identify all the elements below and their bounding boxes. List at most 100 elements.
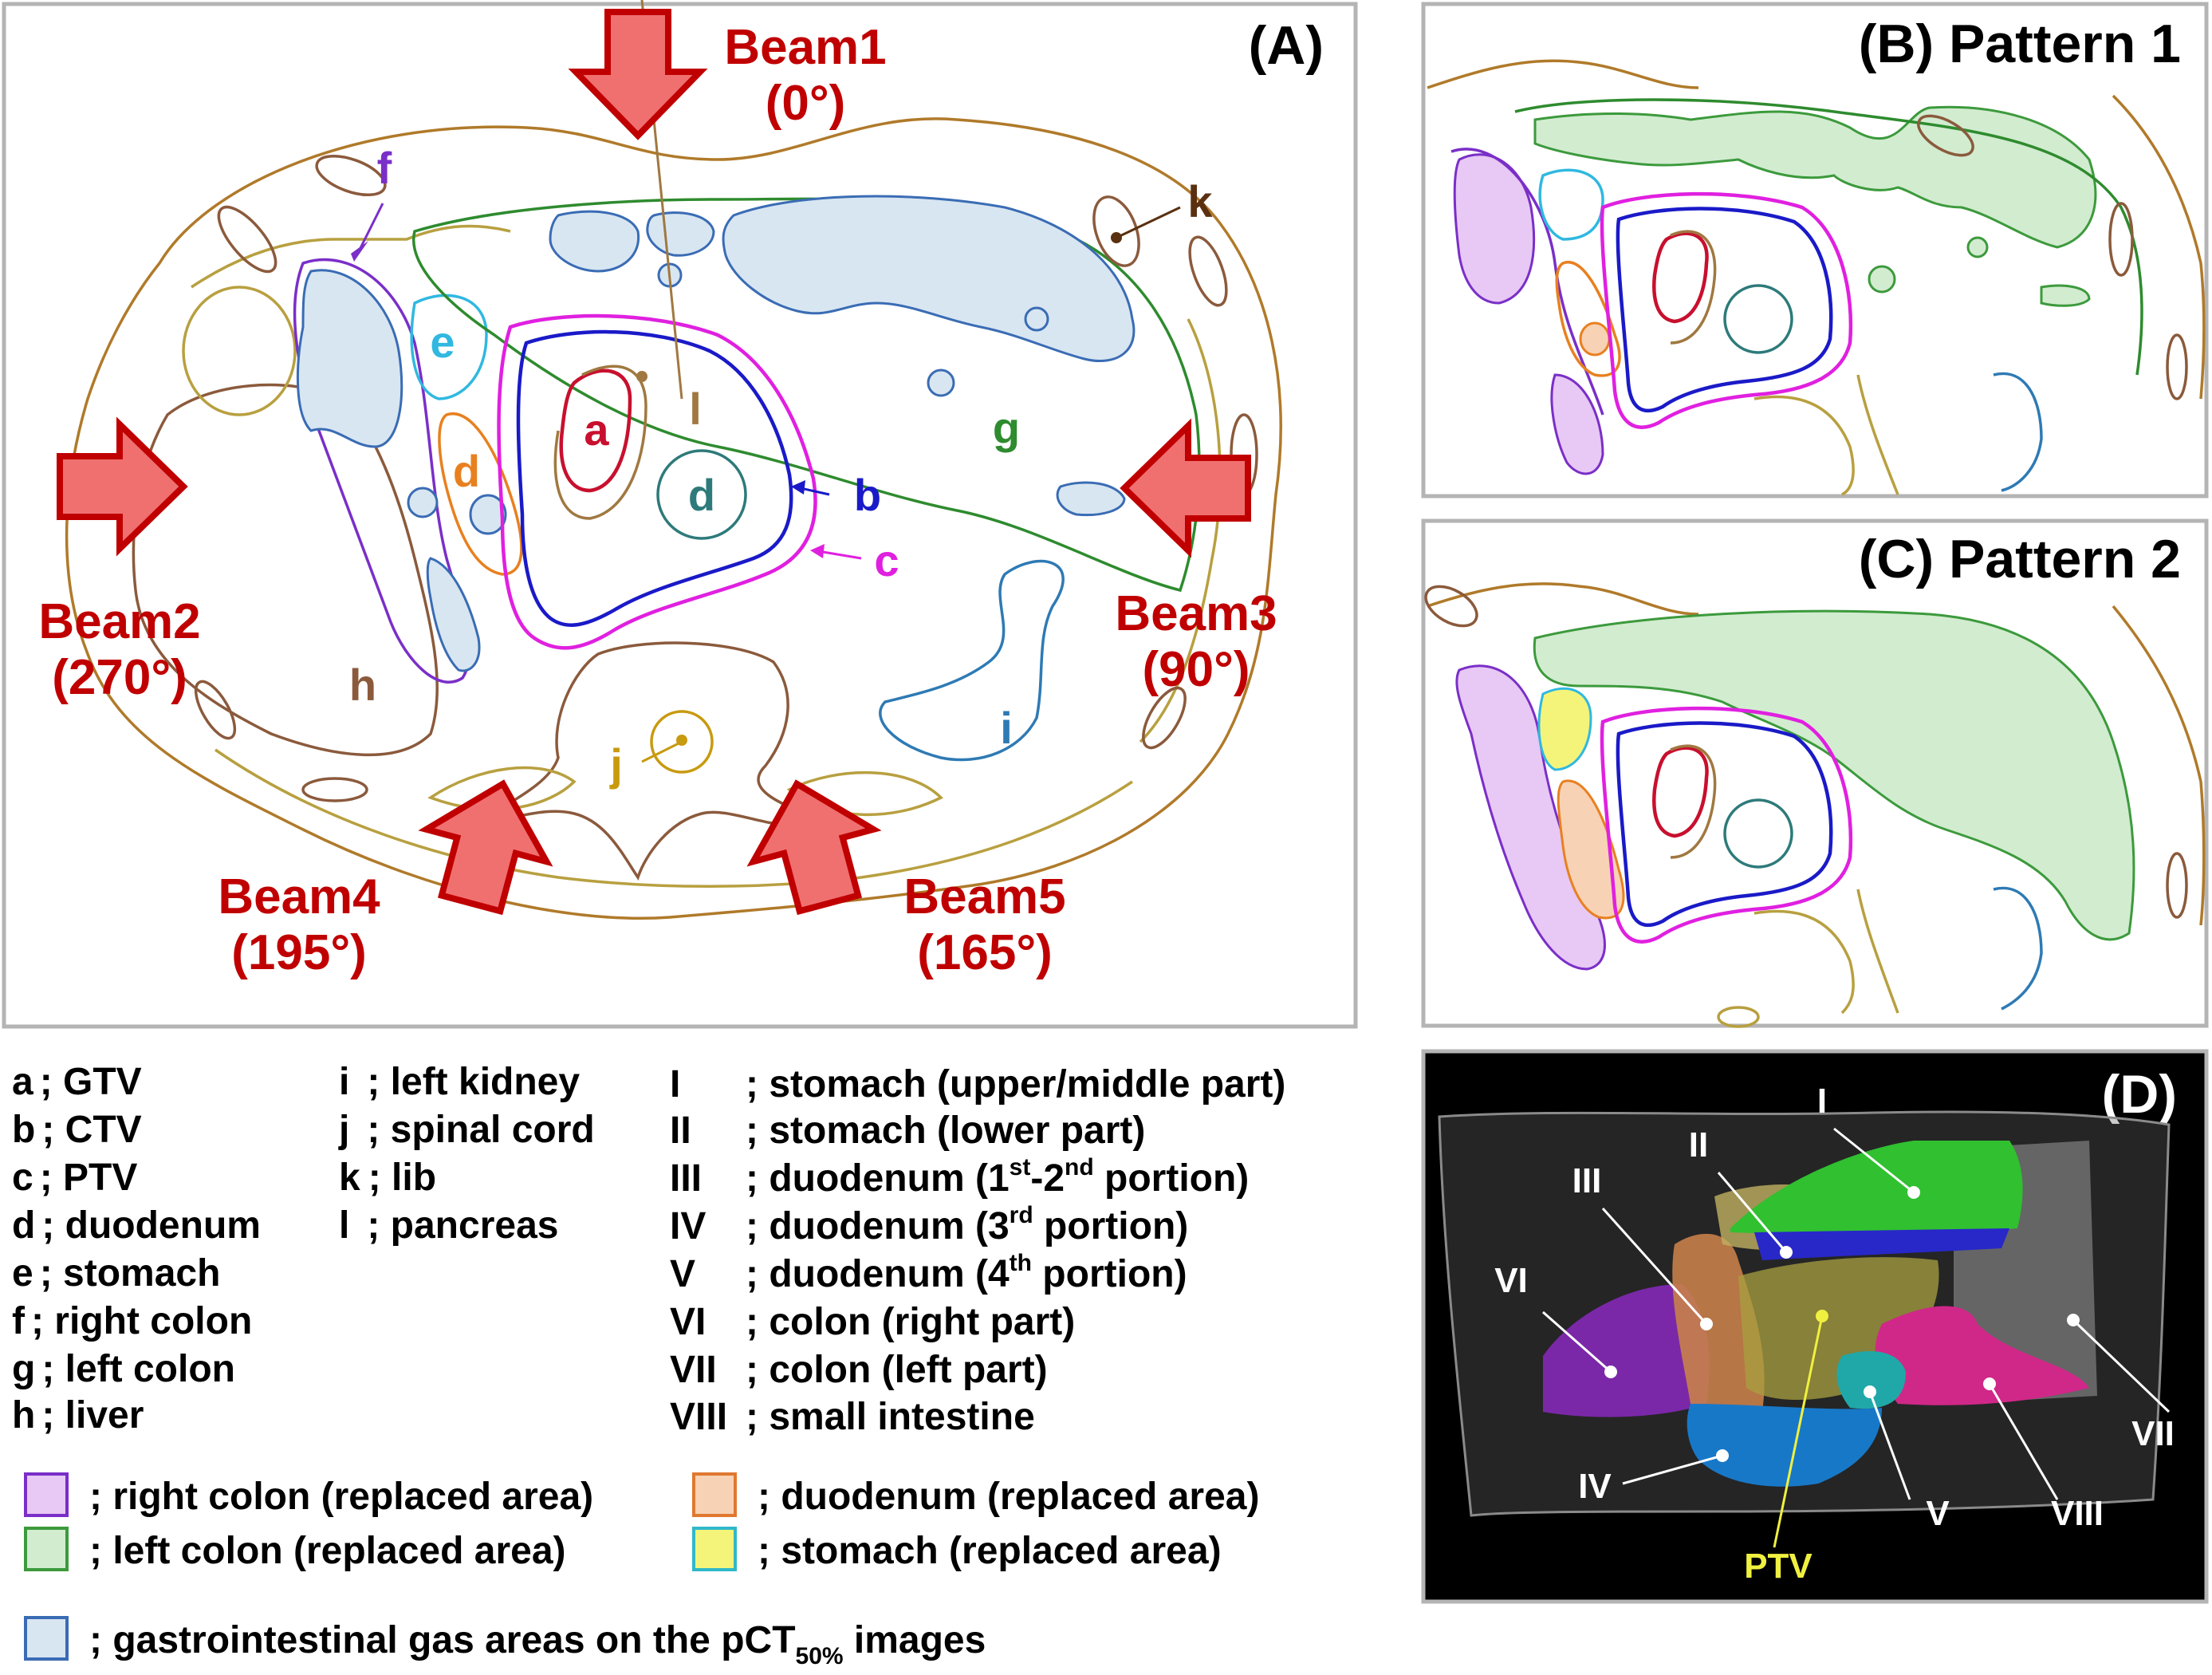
b-pancreas <box>1670 230 1717 345</box>
legend-i: i; left kidney <box>339 1061 580 1103</box>
colon-gas-6 <box>1056 481 1126 517</box>
panel-a-title: (A) <box>1249 15 1324 76</box>
b-gtv <box>1652 231 1709 324</box>
legend-roman-VIII-text: ; small intestine <box>746 1396 1035 1438</box>
d-leader-dots <box>1604 1186 2080 1462</box>
b-gas-3 <box>2040 284 2091 307</box>
legend-h: h; liver <box>12 1394 144 1437</box>
legend-roman-IV: IV <box>670 1205 706 1247</box>
peritoneal-line <box>191 224 1222 743</box>
panel-b-title: (B) Pattern 1 <box>1859 14 2181 74</box>
legend-roman-VII: VII <box>670 1349 717 1391</box>
c-stomach <box>1537 687 1592 771</box>
legend-k: k; lib <box>339 1157 436 1199</box>
legend-roman-VI: VI <box>670 1301 706 1343</box>
c-rib-1 <box>2166 852 2188 919</box>
d-leader-lines <box>1542 1127 2171 1500</box>
legend-roman-II: II <box>670 1109 691 1152</box>
rib-7 <box>194 680 237 740</box>
b-rib-3 <box>1917 114 1974 157</box>
legend-j: j; spinal cord <box>338 1109 595 1151</box>
panel-c-title: (C) Pattern 2 <box>1859 529 2181 589</box>
d-leader-I <box>1833 1127 1915 1194</box>
legend-roman-VIII: VIII <box>670 1396 727 1438</box>
label-i: i <box>1000 703 1013 753</box>
b-rib-2 <box>2166 333 2188 400</box>
leader-f-arrowhead <box>351 241 368 262</box>
colon-gas-2 <box>646 211 715 257</box>
d-leader-VI <box>1542 1310 1612 1374</box>
d-dot-VI <box>1604 1366 1617 1378</box>
legend-f: f; right colon <box>12 1300 252 1342</box>
legend-roman-VI-text: ; colon (right part) <box>746 1301 1075 1343</box>
ctv-contour <box>516 329 793 627</box>
d-label-ptv: PTV <box>1744 1547 1813 1586</box>
b-body-outline <box>1427 59 2206 400</box>
label-k: k <box>1187 176 1213 227</box>
c-gtv <box>1652 746 1709 838</box>
panel-b: (B) Pattern 1 <box>1421 2 2209 499</box>
colon-gas-4 <box>927 368 955 397</box>
d-leader-II <box>1717 1172 1788 1253</box>
d-dot-II <box>1780 1246 1793 1259</box>
legend-box-stomach-text: ; stomach (replaced area) <box>758 1530 1222 1572</box>
legend-box-duodenum <box>692 1472 737 1517</box>
rib-1 <box>217 205 277 274</box>
b-stomach <box>1538 168 1604 241</box>
legend-d: d; duodenum <box>12 1204 261 1247</box>
beam1-angle: (0°) <box>766 76 846 131</box>
d-label-I: I <box>1817 1082 1827 1121</box>
rib-6 <box>1142 686 1187 750</box>
label-g: g <box>993 403 1020 453</box>
gtv-contour <box>559 368 632 493</box>
colon-gas-1 <box>549 210 640 273</box>
d-dot-IV <box>1716 1449 1729 1462</box>
c-ctv <box>1616 721 1833 927</box>
label-f: f <box>377 143 392 193</box>
b-ctv <box>1616 207 1833 412</box>
panel-d: (D) <box>1421 1049 2209 1604</box>
legend-box-right-colon-text: ; right colon (replaced area) <box>89 1476 593 1518</box>
b-rib-1 <box>2108 202 2134 277</box>
c-duodenum <box>1557 779 1625 920</box>
legend-color-boxes: ; right colon (replaced area) ; left col… <box>24 1472 1259 1669</box>
d-label-IV: IV <box>1578 1467 1612 1506</box>
right-colon-gas <box>296 269 403 448</box>
legend-roman-VII-text: ; colon (left part) <box>746 1349 1048 1391</box>
duodenum-gas <box>469 494 507 535</box>
panel-a: (A) <box>2 0 1358 1029</box>
legend-box-gas-text: ; gastrointestinal gas areas on the pCT5… <box>89 1619 986 1669</box>
d-dot-ptv <box>1816 1310 1828 1322</box>
duodenum-d-contour <box>438 412 523 576</box>
d-dot-VIII <box>1983 1377 1996 1390</box>
d-label-II: II <box>1689 1125 1708 1165</box>
leader-f <box>357 203 384 252</box>
legend-roman-III: III <box>670 1157 702 1200</box>
leader-b-arrowhead <box>791 480 805 495</box>
c-pancreas <box>1670 744 1717 859</box>
beam4-angle: (195°) <box>231 925 367 980</box>
label-l: l <box>689 384 702 434</box>
label-b: b <box>854 470 881 520</box>
leader-k <box>1116 206 1181 239</box>
rib-4 <box>1188 235 1228 307</box>
b-duodenum-fill <box>1579 321 1611 357</box>
b-colon-outline <box>1514 98 2143 376</box>
c-duodenum-center <box>1723 798 1793 869</box>
d-label-VIII: VIII <box>2051 1494 2104 1533</box>
panel-a-frame <box>2 2 1358 1029</box>
b-right-colon-lower <box>1550 373 1604 475</box>
d-label-V: V <box>1926 1494 1950 1533</box>
label-d-orange: d <box>453 446 480 496</box>
c-ptv <box>1600 706 1853 944</box>
d-dot-I <box>1907 1186 1920 1199</box>
vertebra-contour <box>473 641 834 881</box>
legend-letters-col1: a; GTV b; CTV c; PTV d; duodenum e; stom… <box>12 1061 261 1437</box>
beam4-name: Beam4 <box>218 869 380 924</box>
d-leader-VII <box>2072 1318 2171 1413</box>
label-d-center: d <box>688 470 715 520</box>
c-left-colon <box>1533 609 2135 941</box>
b-muscle <box>1753 374 1899 496</box>
d-organ-I <box>1730 1141 2023 1236</box>
